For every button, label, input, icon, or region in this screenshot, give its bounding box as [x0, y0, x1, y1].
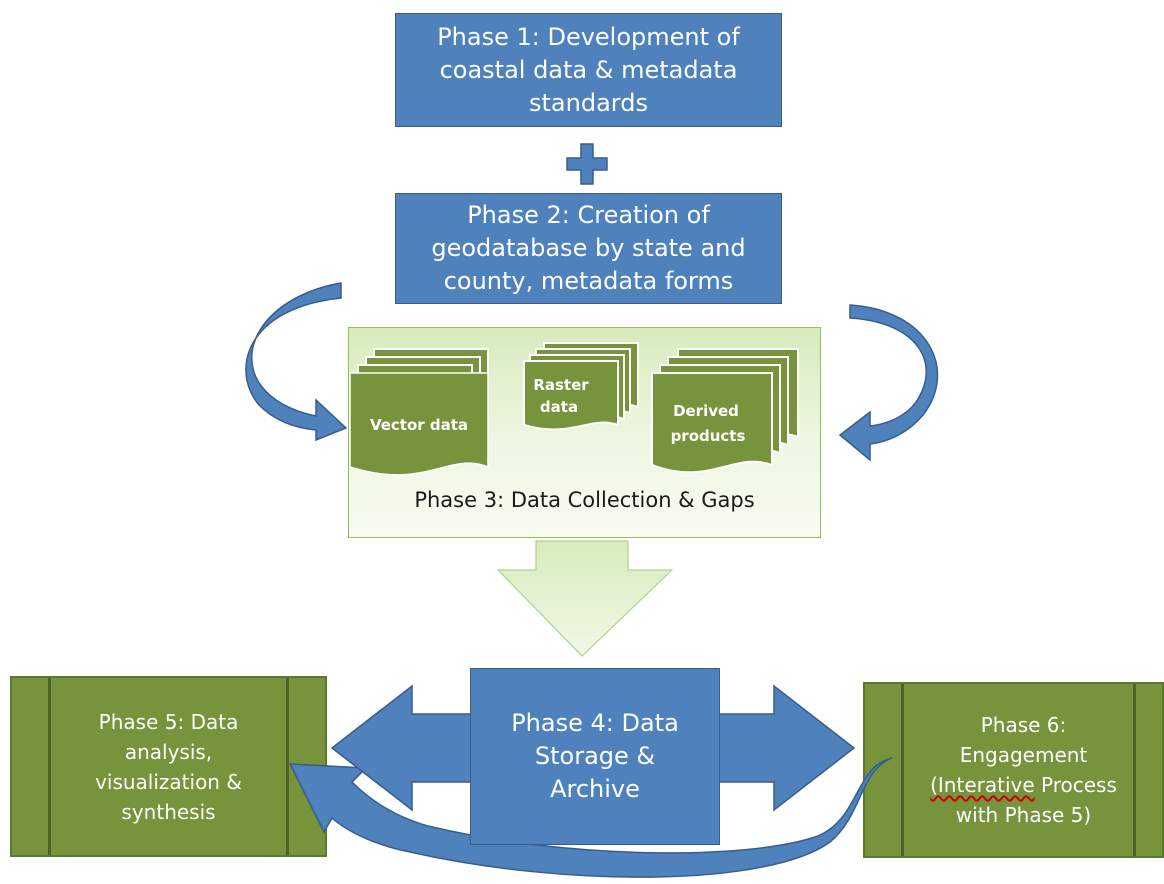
raster-data-doc: Raster data: [523, 342, 639, 431]
vector-data-label: Vector data: [370, 416, 468, 434]
feedback-curved-arrow-icon: [288, 757, 893, 878]
phase6-line2: Engagement: [959, 743, 1088, 767]
derived-products-doc: Derived products: [651, 348, 799, 474]
down-arrow-icon: [496, 540, 674, 657]
phase6-text: Phase 6: Engagement (Interative Process …: [865, 684, 1162, 856]
phase5-text: Phase 5: Data analysis, visualization & …: [95, 709, 242, 824]
phase4-box: Phase 4: Data Storage & Archive: [470, 668, 720, 845]
phase3-label: Phase 3: Data Collection & Gaps: [414, 488, 755, 512]
curved-arrow-left-icon: [245, 282, 348, 442]
plus-icon: [566, 143, 608, 185]
derived-products-label-1: Derived: [673, 402, 739, 420]
phase5-box: Phase 5: Data analysis, visualization & …: [10, 676, 327, 857]
vector-data-doc: Vector data: [349, 348, 489, 476]
phase6-line4: with Phase 5): [955, 803, 1092, 827]
phase6-box: Phase 6: Engagement (Interative Process …: [863, 682, 1164, 858]
curved-arrow-right-icon: [838, 304, 939, 462]
phase1-box: Phase 1: Development of coastal data & m…: [395, 13, 782, 127]
phase6-line1: Phase 6:: [980, 713, 1067, 737]
phase4-text: Phase 4: Data Storage & Archive: [511, 709, 679, 803]
document-stacks: Vector data Raster data Derived products: [349, 342, 799, 476]
phase1-text: Phase 1: Development of coastal data & m…: [437, 22, 740, 117]
raster-data-label-1: Raster: [533, 376, 589, 394]
derived-products-label-2: products: [671, 427, 746, 445]
phase2-text: Phase 2: Creation of geodatabase by stat…: [431, 201, 746, 295]
phase6-underlined-word: (Interative: [930, 773, 1035, 797]
phase6-line3-rest: Process: [1034, 773, 1117, 797]
phase6-line3: (Interative Process: [930, 770, 1117, 800]
raster-data-label-2: data: [540, 398, 578, 416]
phase2-box: Phase 2: Creation of geodatabase by stat…: [395, 193, 782, 304]
